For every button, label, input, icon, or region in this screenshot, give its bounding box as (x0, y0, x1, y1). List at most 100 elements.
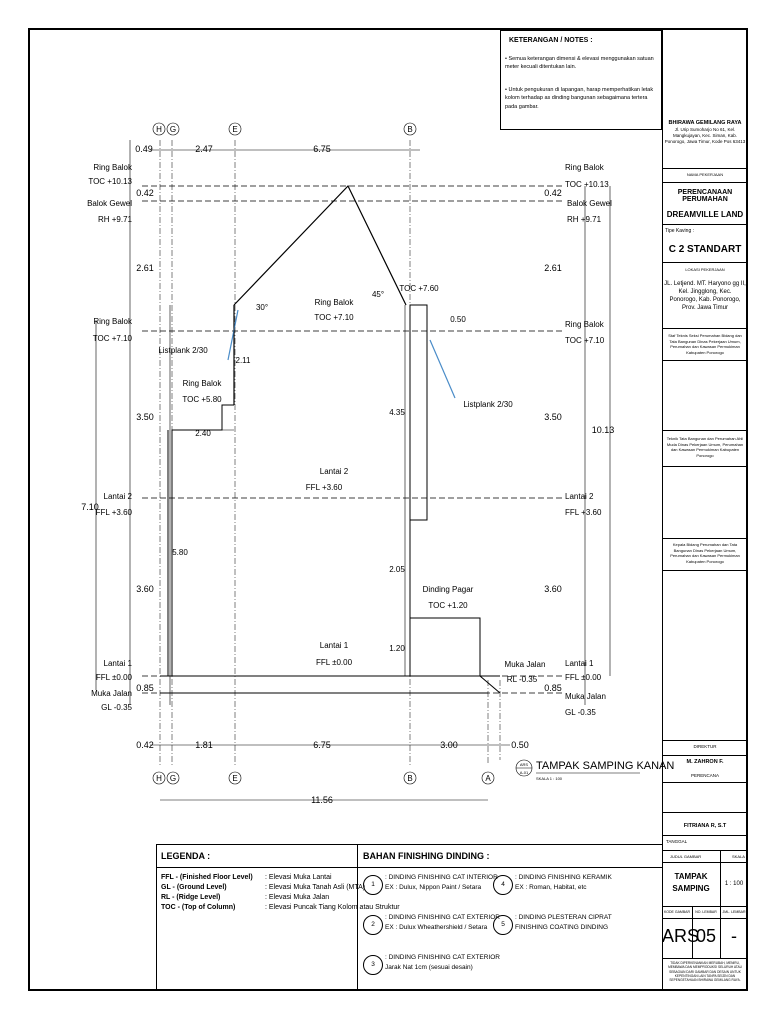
finishing-title: BAHAN FINISHING DINDING : (363, 851, 490, 861)
svg-text:GL -0.35: GL -0.35 (101, 703, 132, 712)
grid-lines (159, 140, 501, 765)
type-label: Tipe Kaving : (665, 228, 694, 234)
svg-text:TOC +5.80: TOC +5.80 (182, 395, 222, 404)
grid-bubble-b-bottom: B (403, 771, 417, 785)
staff-3: Kepala Bidang Perumahan dan Tata Banguna… (670, 542, 740, 564)
svg-text:1.20: 1.20 (389, 644, 405, 653)
svg-text:Muka Jalan: Muka Jalan (565, 692, 606, 701)
svg-text:Ring Balok: Ring Balok (565, 320, 605, 329)
finishing-tag-icon: 3 (363, 955, 383, 975)
svg-text:3.50: 3.50 (544, 412, 562, 422)
svg-text:Lantai 2: Lantai 2 (320, 467, 349, 476)
finishing-item-5: 5 : DINDING PLESTERAN CIPRAT FINISHING C… (493, 913, 653, 943)
svg-text:TOC +7.60: TOC +7.60 (399, 284, 439, 293)
type-value: C 2 STANDART (668, 244, 742, 255)
svg-text:7.10: 7.10 (81, 502, 99, 512)
finishing-tag-icon: 1 (363, 875, 383, 895)
left-level-labels: Ring Balok TOC +10.13 Balok Gewel RH +9.… (87, 163, 133, 712)
svg-text:Muka Jalan: Muka Jalan (505, 660, 546, 669)
svg-text:2.11: 2.11 (236, 356, 252, 365)
project-label: NAMA PEKERJAAN (686, 172, 724, 177)
sheet-no-value: 05 (695, 926, 717, 946)
notes-box: KETERANGAN / NOTES : • Semua keterangan … (500, 30, 662, 130)
svg-text:2.40: 2.40 (195, 429, 211, 438)
svg-text:45°: 45° (372, 290, 384, 299)
director-name: M. ZAHRON F. (686, 759, 724, 765)
dim-247: 2.47 (195, 144, 213, 154)
svg-text:A: A (485, 774, 491, 783)
svg-text:FFL +3.60: FFL +3.60 (96, 508, 133, 517)
finishing-item-3: 3 : DINDING FINISHING CAT EXTERIOR Jarak… (363, 953, 513, 983)
svg-text:2.05: 2.05 (389, 565, 405, 574)
drawing-title-1: TAMPAK (674, 872, 708, 881)
svg-text:0.85: 0.85 (544, 683, 562, 693)
grid-bubble-e-top: E (228, 122, 242, 136)
svg-text:Listplank 2/30: Listplank 2/30 (463, 400, 513, 409)
grid-bubble-a-bottom: A (481, 771, 495, 785)
drawing-title-block: ARS A-01 TAMPAK SAMPING KANAN SKALA 1 : … (515, 759, 674, 781)
svg-text:E: E (232, 774, 237, 783)
notes-title: KETERANGAN / NOTES : (509, 37, 593, 44)
svg-text:0.50: 0.50 (450, 315, 466, 324)
inner-labels: Ring Balok TOC +7.10 TOC +7.60 0.50 30° … (158, 284, 545, 684)
location-label: LOKASI PEKERJAAN (685, 267, 725, 272)
building-outline (160, 304, 501, 694)
svg-text:FFL +3.60: FFL +3.60 (306, 483, 343, 492)
svg-text:RH +9.71: RH +9.71 (567, 215, 602, 224)
svg-text:FFL ±0.00: FFL ±0.00 (565, 673, 602, 682)
dim-675-bottom: 6.75 (313, 740, 331, 750)
drawing-title: TAMPAK SAMPING KANAN (536, 760, 674, 772)
svg-text:0.85: 0.85 (136, 683, 154, 693)
vertical-dimension-labels: 0.42 2.61 3.50 3.60 0.85 0.42 2.61 3.50 … (81, 188, 614, 693)
svg-text:Lantai 2: Lantai 2 (565, 492, 594, 501)
legend-title: LEGENDA : (161, 851, 211, 861)
dim-675-top: 6.75 (313, 144, 331, 154)
drawing-title-2: SAMPING (672, 884, 710, 893)
svg-text:2.61: 2.61 (136, 263, 154, 273)
svg-text:30°: 30° (256, 303, 268, 312)
finishing-tag-icon: 5 (493, 915, 513, 935)
notes-item-1: • Semua keterangan dimensi & elevasi men… (505, 56, 654, 71)
svg-text:SKALA 1 : 100: SKALA 1 : 100 (536, 776, 563, 781)
svg-text:0.42: 0.42 (544, 188, 562, 198)
project-name-1: PERENCANAAN PERUMAHAN (677, 189, 733, 203)
svg-text:Ring Balok: Ring Balok (93, 163, 133, 172)
svg-text:TOC +7.10: TOC +7.10 (314, 313, 354, 322)
svg-text:RL -0.35: RL -0.35 (507, 675, 538, 684)
dim-050-bottom: 0.50 (511, 740, 529, 750)
company-name: BHIRAWA GEMILANG RAYA (668, 120, 742, 126)
svg-text:RH +9.71: RH +9.71 (98, 215, 133, 224)
svg-text:Dinding Pagar: Dinding Pagar (423, 585, 474, 594)
bottom-dimension-labels: 0.42 1.81 6.75 3.00 0.50 11.56 (136, 740, 529, 805)
dim-300: 3.00 (440, 740, 458, 750)
grid-bubble-g-bottom: G (166, 771, 180, 785)
sheet-count-label: JML. LEMBAR (722, 910, 746, 914)
svg-text:Lantai 1: Lantai 1 (104, 659, 133, 668)
svg-text:FFL +3.60: FFL +3.60 (565, 508, 602, 517)
svg-text:Balok Gewel: Balok Gewel (567, 199, 612, 208)
grid-bubble-h-top: H (152, 122, 166, 136)
svg-text:G: G (170, 125, 176, 134)
location-value: JL. Letjend. MT. Haryono gg II, Kel. Jin… (664, 281, 746, 312)
scale-value: 1 : 100 (724, 881, 744, 887)
finishing-tag-icon: 2 (363, 915, 383, 935)
svg-text:Listplank 2/30: Listplank 2/30 (158, 346, 208, 355)
drawing-title-label: JUDUL GAMBAR (670, 854, 702, 859)
svg-text:B: B (407, 125, 412, 134)
legend-item: TOC - (Top of Column): Elevasi Puncak Ti… (161, 904, 400, 912)
svg-text:H: H (156, 774, 162, 783)
svg-text:GL -0.35: GL -0.35 (565, 708, 596, 717)
svg-text:TOC +7.10: TOC +7.10 (93, 334, 133, 343)
company-address: Jl. Urip Sumoharjo No 61, Kel. Mangkujay… (664, 127, 746, 145)
svg-text:Ring Balok: Ring Balok (93, 317, 133, 326)
svg-text:Ring Balok: Ring Balok (315, 298, 355, 307)
dim-042-bottom: 0.42 (136, 740, 154, 750)
dim-049: 0.49 (135, 144, 153, 154)
grid-bubble-h-bottom: H (152, 771, 166, 785)
sheet-no-label: NO. LEMBAR (695, 910, 717, 914)
finishing-item-1: 1 : DINDING FINISHING CAT INTERIOR EX : … (363, 873, 513, 903)
svg-text:A-01: A-01 (520, 770, 529, 775)
finishing-tag-icon: 4 (493, 875, 513, 895)
level-lines (142, 185, 562, 694)
